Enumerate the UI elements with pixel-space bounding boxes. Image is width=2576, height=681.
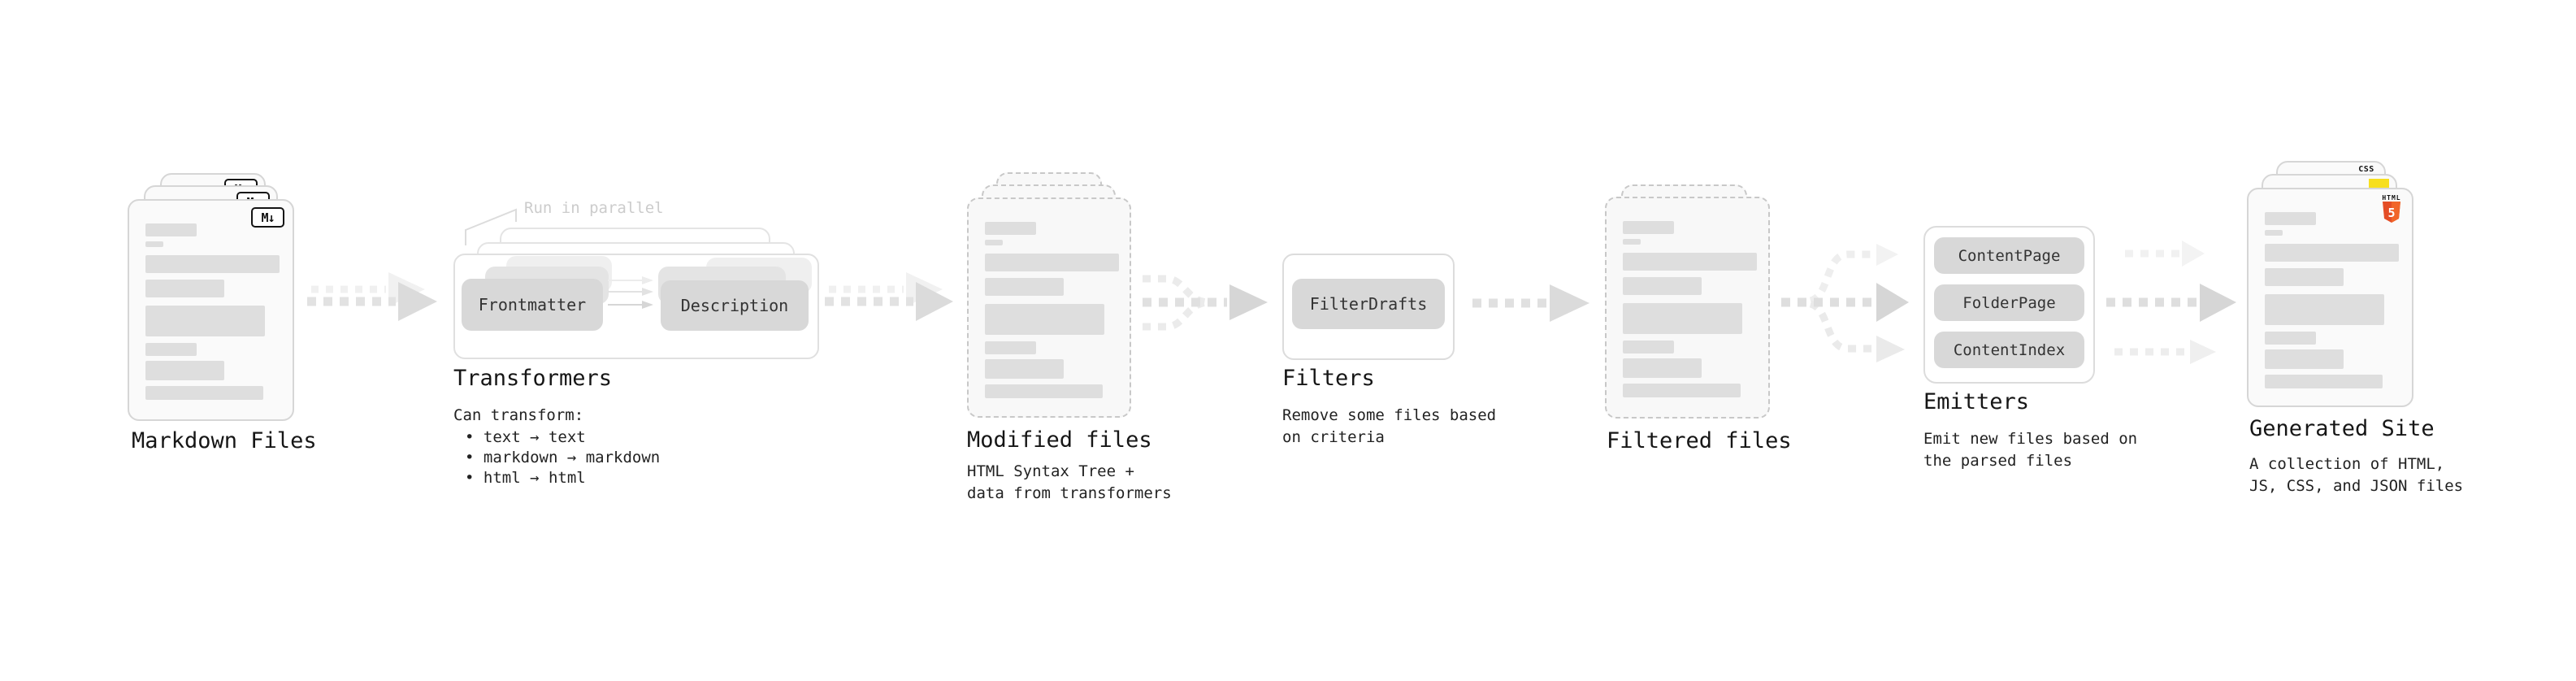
css-badge-text: CSS	[2358, 165, 2374, 174]
bullet-item: text → text	[453, 427, 660, 448]
text-placeholder-bar	[2265, 212, 2316, 225]
desc-line: HTML Syntax Tree +	[967, 462, 1134, 480]
modified-files-desc: HTML Syntax Tree + data from transformer…	[967, 461, 1172, 505]
desc-line: the parsed files	[1923, 452, 2073, 470]
transformers-desc-heading: Can transform:	[453, 406, 584, 424]
text-placeholder-bar	[985, 359, 1064, 379]
transformers-bullet-list: text → text markdown → markdown html → h…	[453, 427, 660, 488]
arrow-transformers-to-modified-icon	[825, 272, 953, 321]
arrow-merge-to-filters-icon	[1143, 275, 1268, 331]
desc-line: A collection of HTML,	[2249, 455, 2445, 473]
text-placeholder-bar	[145, 280, 224, 297]
parallel-arrows-icon	[608, 276, 653, 309]
text-placeholder-bar	[985, 254, 1119, 271]
text-placeholder-bar	[1623, 221, 1674, 234]
arrow-emitters-to-site-icon	[2106, 241, 2236, 364]
text-placeholder-bar	[1623, 340, 1674, 354]
text-placeholder-bar	[145, 343, 197, 356]
description-pill: Description	[661, 280, 809, 331]
contentpage-pill: ContentPage	[1934, 237, 2084, 274]
run-in-parallel-note: Run in parallel	[524, 199, 664, 217]
markdown-files-label: Markdown Files	[132, 428, 317, 453]
text-placeholder-bar	[985, 222, 1036, 235]
filtered-files-label: Filtered files	[1607, 428, 1792, 453]
text-placeholder-bar	[1623, 253, 1757, 271]
text-placeholder-bar	[145, 361, 224, 380]
desc-line: Emit new files based on	[1923, 430, 2138, 448]
markdown-file-front: M↓	[128, 199, 294, 421]
filters-title: Filters	[1282, 366, 1375, 391]
text-placeholder-bar	[985, 278, 1064, 296]
svg-text:5: 5	[2387, 206, 2395, 220]
markdown-icon: M↓	[251, 207, 284, 228]
text-placeholder-bar	[145, 223, 197, 236]
modified-files-label: Modified files	[967, 427, 1152, 453]
arrow-fanout-to-emitters-icon	[1781, 244, 1909, 362]
bullet-item: html → html	[453, 468, 660, 488]
text-placeholder-bar	[145, 306, 265, 336]
text-placeholder-bar	[145, 255, 280, 273]
html5-badge-text: HTML	[2382, 194, 2401, 202]
text-placeholder-bar	[1623, 358, 1702, 378]
contentindex-pill: ContentIndex	[1934, 332, 2084, 368]
desc-line: data from transformers	[967, 484, 1172, 502]
filtered-file-front	[1605, 197, 1770, 419]
generated-site-label: Generated Site	[2249, 416, 2435, 441]
transformers-title: Transformers	[453, 366, 613, 391]
desc-line: on criteria	[1282, 428, 1385, 446]
text-placeholder-bar	[2265, 375, 2383, 388]
filterdrafts-pill: FilterDrafts	[1292, 279, 1445, 329]
bullet-item: markdown → markdown	[453, 448, 660, 468]
emitters-title: Emitters	[1923, 389, 2030, 414]
text-placeholder-bar	[1623, 239, 1641, 245]
text-placeholder-bar	[2265, 268, 2344, 286]
text-placeholder-bar	[2265, 244, 2399, 262]
text-placeholder-bar	[1623, 384, 1741, 397]
text-placeholder-bar	[985, 341, 1036, 354]
text-placeholder-bar	[985, 240, 1003, 245]
text-placeholder-bar	[1623, 277, 1702, 295]
text-placeholder-bar	[2265, 230, 2283, 236]
text-placeholder-bar	[1623, 303, 1742, 334]
javascript-icon	[2369, 179, 2389, 188]
html5-shield-icon: 5	[2383, 202, 2400, 223]
text-placeholder-bar	[2265, 294, 2384, 325]
generated-site-desc: A collection of HTML, JS, CSS, and JSON …	[2249, 453, 2463, 497]
folderpage-pill: FolderPage	[1934, 284, 2084, 321]
text-placeholder-bar	[145, 386, 263, 400]
text-placeholder-bar	[145, 241, 163, 247]
filters-desc: Remove some files based on criteria	[1282, 405, 1496, 449]
arrow-filters-to-filtered-icon	[1472, 284, 1589, 322]
text-placeholder-bar	[2265, 332, 2316, 345]
text-placeholder-bar	[985, 304, 1104, 335]
modified-file-front	[967, 197, 1131, 418]
html-file-front: HTML 5	[2247, 188, 2413, 407]
desc-line: JS, CSS, and JSON files	[2249, 477, 2464, 495]
emitters-desc: Emit new files based on the parsed files	[1923, 428, 2137, 472]
html5-icon: HTML 5	[2381, 194, 2402, 227]
frontmatter-pill: Frontmatter	[462, 279, 603, 331]
desc-line: Remove some files based	[1282, 406, 1497, 424]
note-leader-line-icon	[465, 208, 517, 245]
text-placeholder-bar	[2265, 349, 2344, 369]
text-placeholder-bar	[985, 384, 1103, 398]
arrow-markdown-to-transformers-icon	[307, 272, 437, 321]
